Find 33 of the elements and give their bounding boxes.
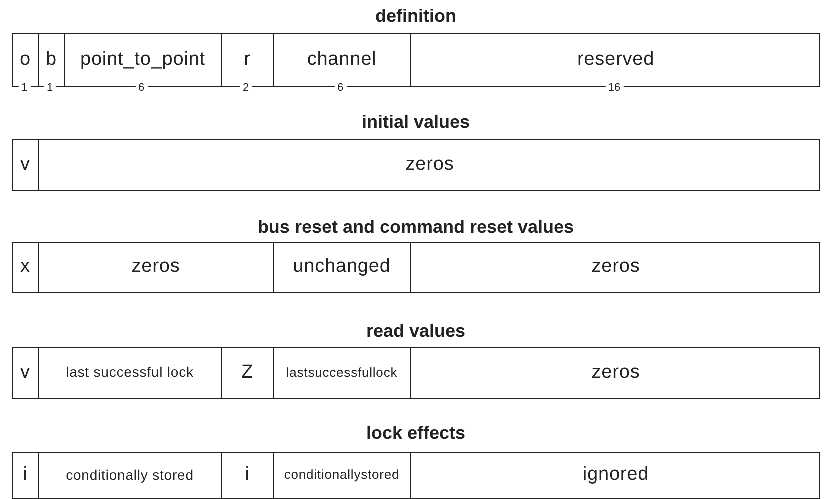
row-heading: definition [376,6,456,26]
field-label: ignored [582,465,650,486]
field-label: zeros [592,257,640,278]
row-heading: initial values [362,112,470,132]
field-label: x [20,257,30,278]
field-label: zeros [592,362,640,384]
bit-width-label: 1 [44,82,56,94]
field-label: zeros [132,257,180,278]
field-label: lastsuccessfullock [286,366,398,380]
field-label: i [245,465,250,486]
row-heading: bus reset and command reset values [258,217,574,237]
field-label: Z [241,362,254,384]
field-label: v [20,362,30,384]
row-heading: lock effects [366,423,466,443]
bit-width-label: 6 [334,82,347,94]
field-label: i [23,465,28,486]
field-label: channel [307,50,377,70]
field-label: point_to_point [80,50,206,70]
bit-width-label: 16 [605,82,624,94]
field-label: conditionallystored [284,468,400,483]
bit-width-label: 1 [18,82,31,94]
field-label: v [20,154,30,176]
field-label: zeros [406,154,454,176]
bit-width-label: 2 [240,82,252,94]
field-label: conditionally stored [66,468,194,484]
row-heading: read values [366,321,466,341]
bit-width-label: 6 [135,82,148,94]
field-label: reserved [577,50,655,70]
field-label: r [244,50,251,70]
field-label: b [46,50,57,70]
field-label: unchanged [293,257,391,278]
field-label: o [20,50,31,70]
field-label: last successful lock [66,365,194,381]
